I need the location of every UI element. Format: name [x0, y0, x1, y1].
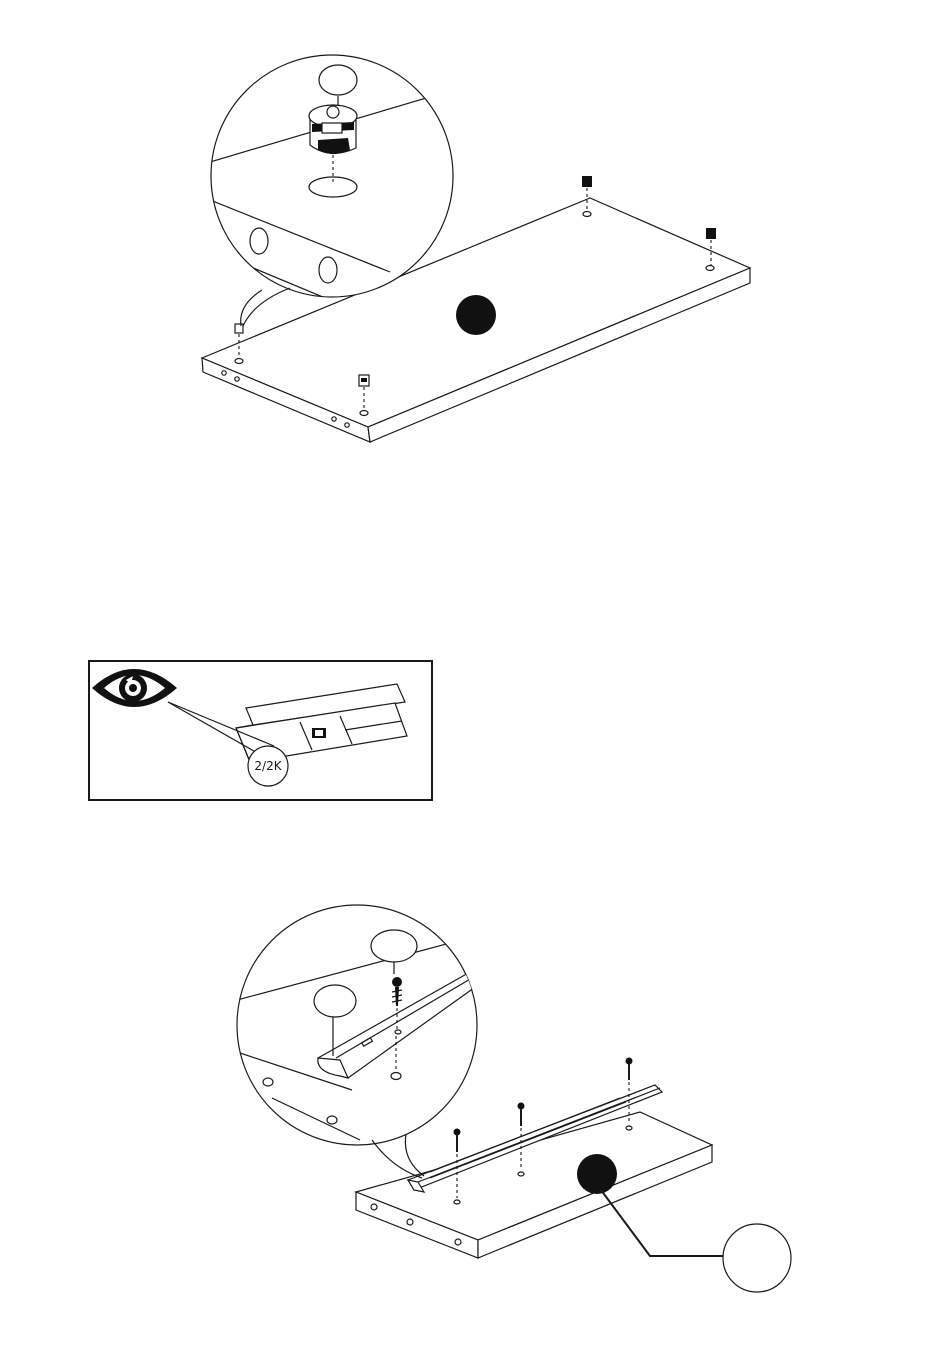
zoom-callout-runner — [237, 905, 480, 1178]
box-label-text: 2/2K — [254, 759, 282, 773]
cam-fitting-enlarged — [309, 105, 357, 154]
step-marker-dot — [456, 295, 496, 335]
part-label-bubble-rail — [314, 985, 356, 1017]
step-check-box: 2/2K — [89, 661, 432, 800]
part-label-bubble — [319, 65, 357, 95]
part-label-bubble-screw — [371, 930, 417, 962]
quantity-callout-bubble — [723, 1224, 791, 1292]
box-label-callout: 2/2K — [248, 746, 288, 786]
step-marker-dot-runner — [577, 1154, 617, 1194]
step-drawer-runner — [237, 905, 791, 1292]
step-cam-fittings — [202, 55, 750, 442]
